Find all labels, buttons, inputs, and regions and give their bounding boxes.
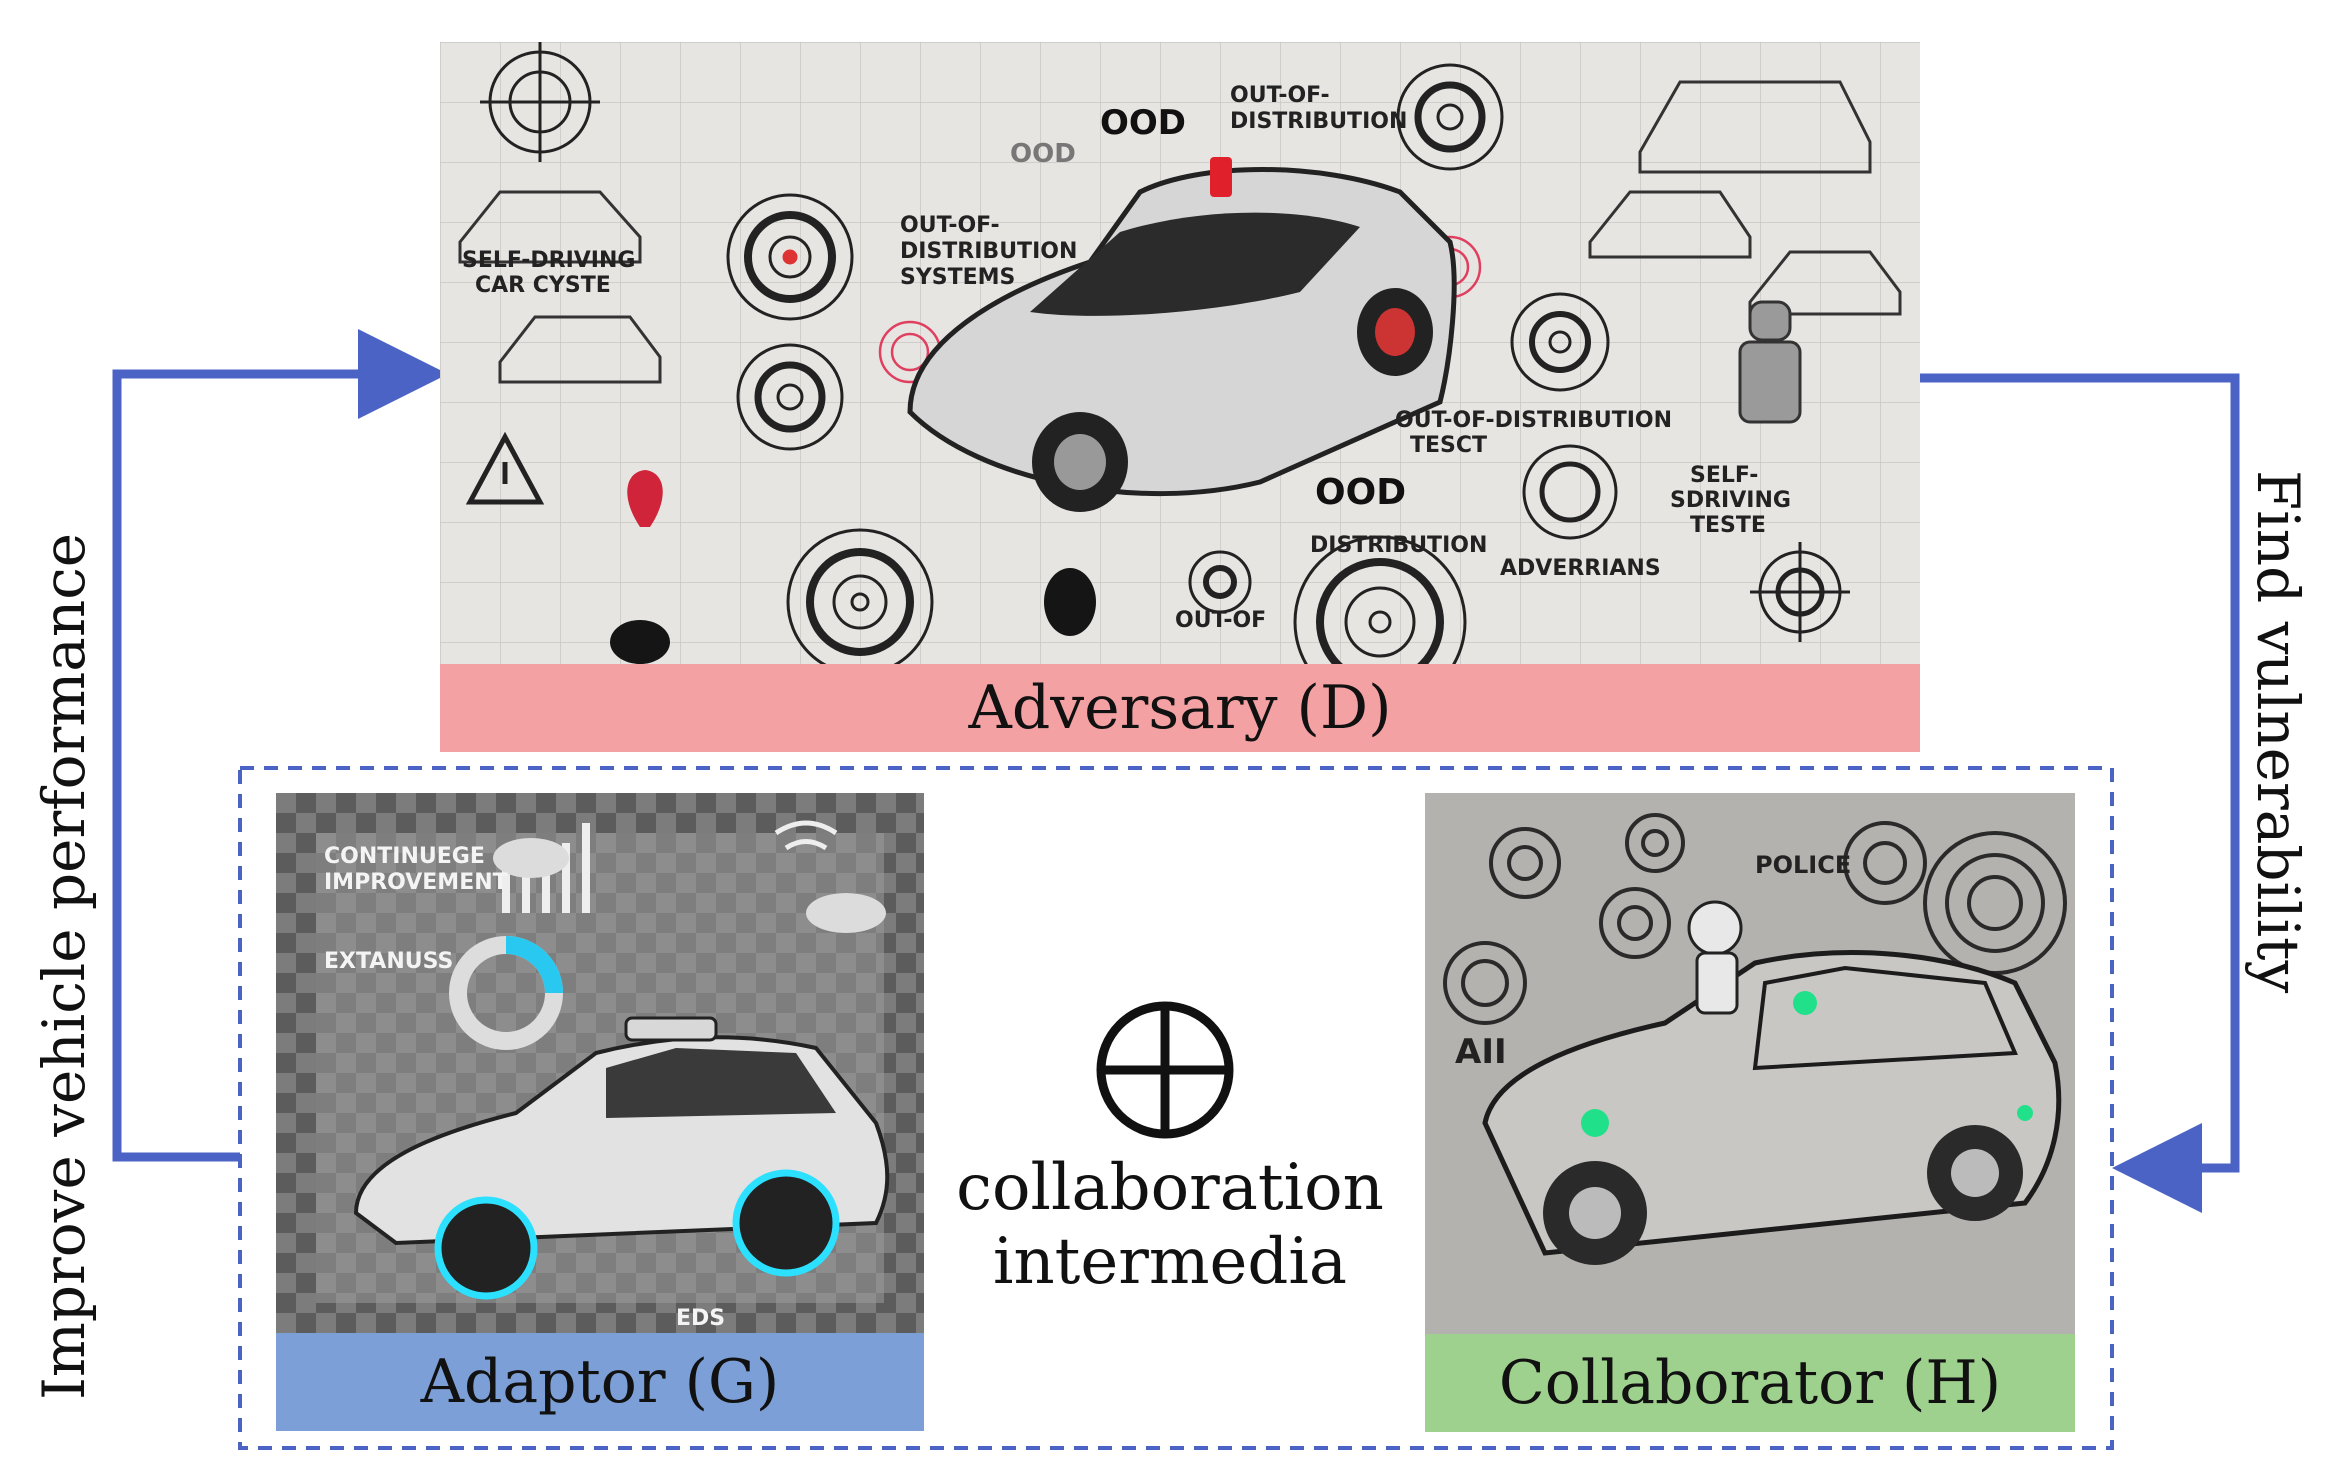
svg-text:TESTE: TESTE	[1690, 513, 1766, 538]
svg-text:SYSTEMS: SYSTEMS	[900, 265, 1015, 290]
adaptor-label-bar: Adaptor (G)	[276, 1333, 924, 1431]
center-line-2: intermedia	[992, 1224, 1348, 1299]
left-side-label: Improve vehicle performance	[30, 532, 98, 1400]
svg-text:CONTINUEGE: CONTINUEGE	[324, 844, 485, 869]
svg-text:OOD: OOD	[1100, 103, 1186, 143]
adaptor-illustration: CONTINUEGE IMPROVEMENT EXTANUSS EDS	[276, 793, 924, 1333]
svg-text:OUT-OF-DISTRIBUTION: OUT-OF-DISTRIBUTION	[1395, 408, 1672, 433]
adversary-label: Adversary (D)	[968, 673, 1392, 743]
svg-text:SELF-: SELF-	[1690, 463, 1758, 488]
collaboration-container	[238, 766, 2114, 1450]
svg-text:POLICE: POLICE	[1755, 851, 1851, 879]
svg-text:DISTRIBUTION: DISTRIBUTION	[1310, 533, 1487, 558]
svg-text:SDRIVING: SDRIVING	[1670, 488, 1791, 513]
svg-text:ADVERRIANS: ADVERRIANS	[1500, 556, 1661, 581]
collaboration-intermedia-text: collaboration intermedia	[940, 1151, 1400, 1299]
collaborator-label: Collaborator (H)	[1498, 1348, 2002, 1418]
svg-text:DISTRIBUTION: DISTRIBUTION	[900, 239, 1077, 264]
collaborator-label-bar: Collaborator (H)	[1425, 1334, 2075, 1432]
main-car	[907, 157, 1457, 512]
svg-text:AII: AII	[1455, 1032, 1507, 1072]
svg-text:OOD: OOD	[1010, 139, 1076, 169]
svg-text:OOD: OOD	[1315, 472, 1406, 513]
oplus-icon	[1096, 1001, 1234, 1139]
adversary-illustration: OUT-OF- DISTRIBUTION OOD OOD OUT-OF- DIS…	[440, 42, 1920, 664]
svg-text:EXTANUSS: EXTANUSS	[324, 949, 453, 974]
svg-text:EDS: EDS	[676, 1306, 725, 1331]
svg-text:SELF-DRIVING: SELF-DRIVING	[462, 248, 635, 273]
svg-text:CAR CYSTE: CAR CYSTE	[475, 273, 611, 298]
right-side-label: Find vulnerability	[2244, 470, 2312, 994]
collaborator-illustration: POLICE AII	[1425, 793, 2075, 1334]
improve-arrow	[112, 329, 448, 1162]
center-line-1: collaboration	[956, 1151, 1384, 1225]
sketch-label: OUT-OF-	[1230, 83, 1330, 108]
vulnerability-arrow	[1920, 373, 2240, 1213]
adversary-label-bar: Adversary (D)	[440, 664, 1920, 752]
svg-text:OUT-OF: OUT-OF	[1175, 608, 1266, 633]
svg-text:IMPROVEMENT: IMPROVEMENT	[324, 870, 508, 895]
svg-text:TESCT: TESCT	[1410, 433, 1487, 458]
svg-text:OUT-OF-: OUT-OF-	[900, 213, 1000, 238]
svg-text:DISTRIBUTION: DISTRIBUTION	[1230, 109, 1407, 134]
adaptor-label: Adaptor (G)	[420, 1347, 780, 1417]
